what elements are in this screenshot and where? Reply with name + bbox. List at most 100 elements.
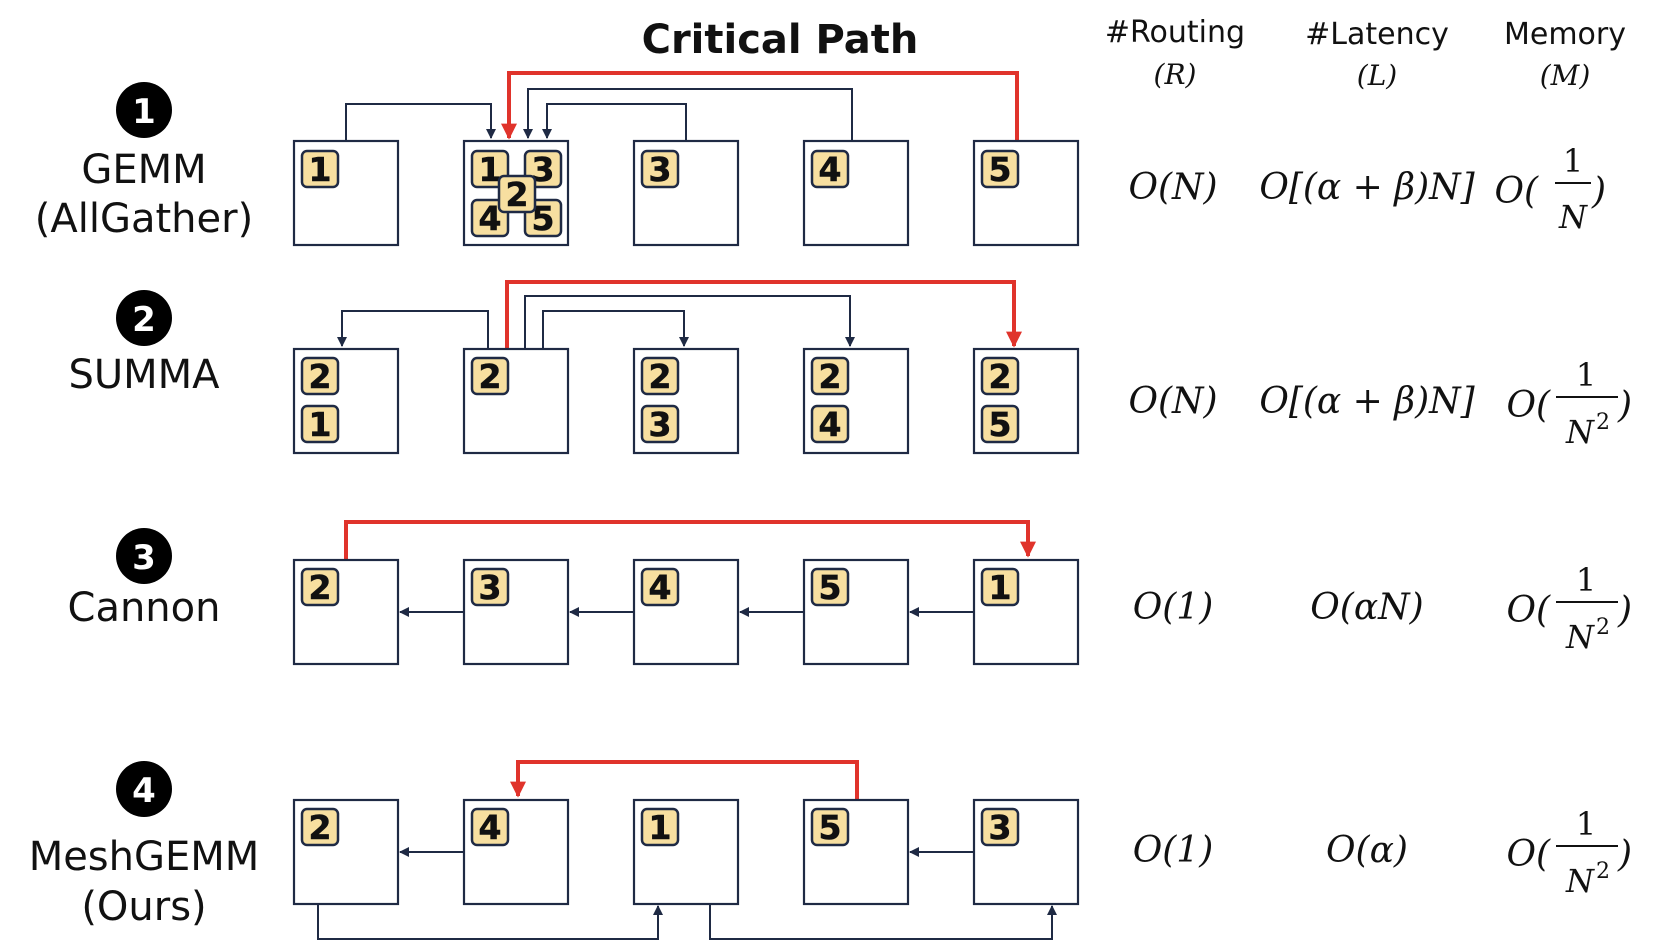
tile-number: 4 bbox=[819, 150, 842, 189]
tile-number: 5 bbox=[989, 405, 1012, 444]
memory-numerator: 1 bbox=[1563, 142, 1583, 180]
row-label-gemm: 1 GEMM (AllGather) bbox=[35, 82, 253, 242]
wrap-arrow bbox=[317, 904, 663, 940]
row-name: SUMMA bbox=[68, 352, 220, 398]
tile bbox=[640, 149, 680, 189]
tile-number: 3 bbox=[649, 150, 672, 189]
latency-value: O[(α + β)N] bbox=[1259, 167, 1475, 208]
tile bbox=[810, 567, 850, 607]
routing-subheader: (R) bbox=[1154, 58, 1197, 91]
tile-number: 1 bbox=[649, 808, 672, 847]
critical-path-arrow bbox=[344, 520, 1036, 559]
number-badge bbox=[116, 290, 172, 346]
tile bbox=[980, 807, 1020, 847]
tile bbox=[470, 807, 510, 847]
memory-exponent: 2 bbox=[1596, 615, 1610, 640]
routing-arrow bbox=[523, 88, 853, 140]
memory-value: O( 1 N 2 ) bbox=[1506, 805, 1632, 900]
tile-number: 1 bbox=[309, 150, 332, 189]
tile bbox=[470, 356, 510, 396]
tile bbox=[640, 356, 680, 396]
tile bbox=[980, 567, 1020, 607]
critical-path-arrow bbox=[501, 71, 1019, 140]
latency-value: O(α) bbox=[1326, 830, 1408, 871]
routing-arrow bbox=[542, 103, 687, 140]
row-name: GEMM bbox=[81, 147, 206, 193]
badge-number: 4 bbox=[132, 771, 156, 811]
latency-value: O[(α + β)N] bbox=[1259, 381, 1475, 422]
memory-header: Memory bbox=[1504, 17, 1626, 52]
tile bbox=[300, 356, 340, 396]
badge-number: 2 bbox=[132, 300, 156, 340]
tile-number: 3 bbox=[649, 405, 672, 444]
row-subname: (AllGather) bbox=[35, 196, 253, 242]
row-subname: (Ours) bbox=[81, 884, 206, 930]
memory-exponent: 2 bbox=[1596, 859, 1610, 884]
tile-number: 2 bbox=[479, 357, 502, 396]
tile-number: 3 bbox=[479, 568, 502, 607]
routing-header: #Routing bbox=[1105, 15, 1245, 50]
number-badge bbox=[116, 82, 172, 138]
wrap-arrow bbox=[709, 904, 1057, 940]
tile-number: 2 bbox=[506, 175, 529, 214]
tile bbox=[300, 404, 340, 444]
tile bbox=[497, 174, 537, 214]
tile bbox=[810, 807, 850, 847]
tile bbox=[470, 567, 510, 607]
tile bbox=[980, 356, 1020, 396]
tile-number: 1 bbox=[479, 150, 502, 189]
routing-arrow bbox=[524, 295, 855, 348]
tile bbox=[640, 807, 680, 847]
tile-number: 4 bbox=[819, 405, 842, 444]
latency-value: O(αN) bbox=[1310, 587, 1423, 628]
memory-suffix: ) bbox=[1591, 171, 1606, 212]
tile bbox=[300, 567, 340, 607]
tile bbox=[300, 149, 340, 189]
latency-header: #Latency bbox=[1305, 17, 1449, 52]
memory-prefix: O( bbox=[1506, 385, 1551, 426]
tile bbox=[980, 149, 1020, 189]
memory-denominator: N bbox=[1565, 413, 1595, 451]
memory-suffix: ) bbox=[1617, 590, 1632, 631]
routing-arrow bbox=[345, 103, 496, 140]
memory-value: O( 1 N ) bbox=[1494, 142, 1606, 236]
row-2-diagram: 2 1 2 2 3 2 4 2 5 bbox=[292, 280, 1080, 455]
memory-denominator: N bbox=[1565, 618, 1595, 656]
row-4-diagram: 2 4 1 5 3 bbox=[292, 760, 1080, 940]
memory-prefix: O( bbox=[1506, 834, 1551, 875]
memory-numerator: 1 bbox=[1576, 561, 1596, 599]
row-label-cannon: 3 Cannon bbox=[68, 528, 221, 631]
memory-prefix: O( bbox=[1506, 590, 1551, 631]
number-badge bbox=[116, 528, 172, 584]
tile-number: 3 bbox=[989, 808, 1012, 847]
routing-value: O(1) bbox=[1133, 587, 1214, 628]
row-3-diagram: 2 3 4 5 1 bbox=[292, 520, 1080, 666]
tile-number: 1 bbox=[309, 405, 332, 444]
tile-number: 2 bbox=[819, 357, 842, 396]
tile-number: 1 bbox=[989, 568, 1012, 607]
routing-value: O(N) bbox=[1128, 167, 1217, 208]
latency-subheader: (L) bbox=[1357, 59, 1397, 92]
tile-number: 4 bbox=[479, 199, 502, 238]
tile-number: 2 bbox=[989, 357, 1012, 396]
memory-numerator: 1 bbox=[1576, 356, 1596, 394]
tile-number: 2 bbox=[309, 808, 332, 847]
tile-number: 3 bbox=[532, 150, 555, 189]
memory-value: O( 1 N 2 ) bbox=[1506, 561, 1632, 656]
tile-number: 5 bbox=[819, 568, 842, 607]
memory-suffix: ) bbox=[1617, 385, 1632, 426]
tile-number: 2 bbox=[309, 568, 332, 607]
tile bbox=[980, 404, 1020, 444]
memory-exponent: 2 bbox=[1596, 410, 1610, 435]
row-name: Cannon bbox=[68, 585, 221, 631]
memory-value: O( 1 N 2 ) bbox=[1506, 356, 1632, 451]
tile-number: 4 bbox=[479, 808, 502, 847]
diagram-title: Critical Path bbox=[642, 17, 919, 63]
row-label-summa: 2 SUMMA bbox=[68, 290, 220, 398]
critical-path-arrow bbox=[505, 280, 1022, 348]
tile-number: 2 bbox=[309, 357, 332, 396]
memory-numerator: 1 bbox=[1576, 805, 1596, 843]
memory-denominator: N bbox=[1565, 862, 1595, 900]
tile bbox=[810, 149, 850, 189]
